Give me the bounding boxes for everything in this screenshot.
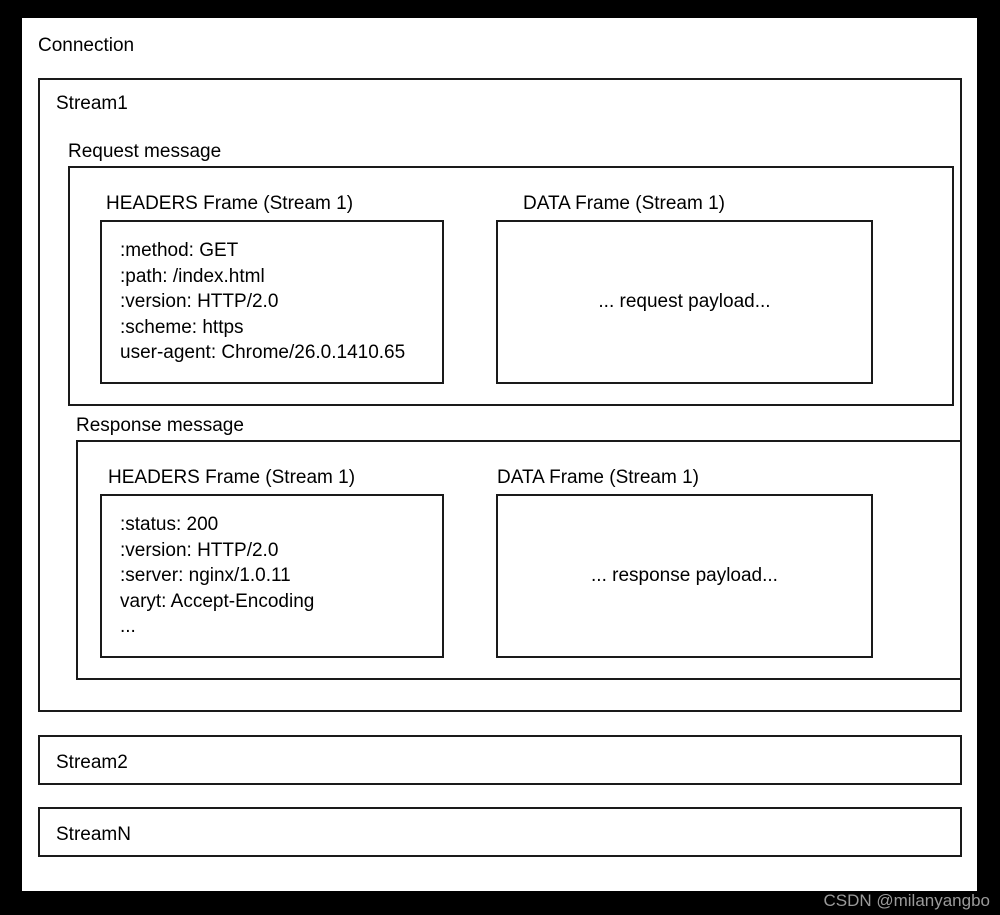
- request-data-frame-box: ... request payload...: [496, 220, 873, 384]
- response-data-frame-title: DATA Frame (Stream 1): [497, 467, 699, 488]
- response-headers-frame-box: :status: 200 :version: HTTP/2.0 :server:…: [100, 494, 444, 658]
- streamn-box: StreamN: [38, 807, 962, 857]
- request-message-label: Request message: [68, 141, 222, 162]
- response-header-field-list: :status: 200 :version: HTTP/2.0 :server:…: [120, 512, 314, 640]
- csdn-watermark: CSDN @milanyangbo: [823, 891, 990, 910]
- request-headers-frame-box: :method: GET :path: /index.html :version…: [100, 220, 444, 384]
- stream2-label: Stream2: [56, 752, 128, 773]
- diagram-canvas: Connection Stream1 Request message HEADE…: [22, 18, 977, 891]
- response-message-label: Response message: [76, 415, 244, 436]
- request-header-field-list: :method: GET :path: /index.html :version…: [120, 238, 405, 366]
- header-field: varyt: Accept-Encoding: [120, 590, 315, 612]
- response-payload-text: ... response payload...: [591, 565, 778, 586]
- header-field: :path: /index.html: [120, 265, 265, 287]
- request-message-box: HEADERS Frame (Stream 1) :method: GET :p…: [68, 166, 954, 406]
- response-data-frame-box: ... response payload...: [496, 494, 873, 658]
- request-headers-frame-title: HEADERS Frame (Stream 1): [106, 193, 354, 214]
- header-field: :method: GET: [120, 240, 239, 261]
- header-field: ...: [120, 616, 136, 637]
- response-headers-frame-title: HEADERS Frame (Stream 1): [108, 467, 356, 488]
- streamn-label: StreamN: [56, 824, 131, 845]
- request-payload-text: ... request payload...: [598, 291, 771, 312]
- stream2-box: Stream2: [38, 735, 962, 785]
- header-field: user-agent: Chrome/26.0.1410.65: [120, 342, 406, 363]
- request-data-frame-title: DATA Frame (Stream 1): [523, 193, 725, 214]
- header-field: :server: nginx/1.0.11: [120, 565, 291, 586]
- header-field: :scheme: https: [120, 316, 244, 338]
- header-field: :status: 200: [120, 514, 219, 535]
- connection-label: Connection: [38, 35, 135, 56]
- response-message-box: HEADERS Frame (Stream 1) :status: 200 :v…: [76, 440, 962, 680]
- stream1-box: Stream1 Request message HEADERS Frame (S…: [38, 78, 962, 712]
- header-field: :version: HTTP/2.0: [120, 539, 279, 561]
- header-field: :version: HTTP/2.0: [120, 291, 279, 312]
- stream1-label: Stream1: [56, 93, 128, 114]
